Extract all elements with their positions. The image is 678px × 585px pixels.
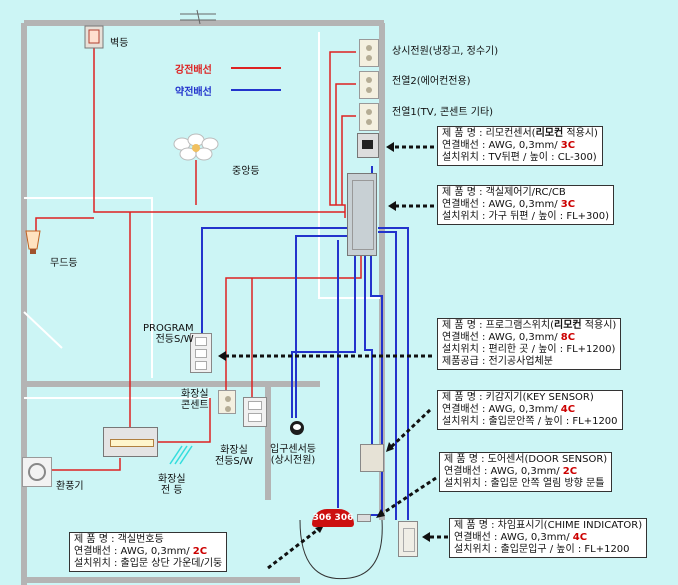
- program-switch-wiring: 연결배선 : AWG, 0,3mm/: [442, 332, 561, 343]
- remote-sensor-icon: [357, 133, 379, 158]
- chime-indicator-icon: [398, 521, 418, 557]
- room-controller-wiring-em: 3C: [560, 199, 576, 210]
- room-controller-product: 제 품 명 : 객실제어기/RC/CB: [442, 187, 566, 198]
- room-number-wiring-em: 2C: [192, 546, 208, 557]
- info-room-number: 제 품 명 : 객실번호등 연결배선 : AWG, 0,3mm/ 2C 설치위치…: [69, 532, 228, 572]
- room-number-wiring: 연결배선 : AWG, 0,3mm/: [74, 546, 193, 557]
- bathroom-outlet-icon: [218, 390, 236, 414]
- wall-light-label: 벽등: [110, 38, 129, 49]
- legend-strong-label: 강전배선: [175, 65, 212, 76]
- program-switch-product-tail: 적용시): [581, 320, 617, 331]
- outlet-always-on-icon: [359, 39, 379, 67]
- door-sensor-icon: [357, 514, 371, 522]
- bathroom-light-label: 화장실 전 등: [158, 474, 186, 496]
- entry-sensor-light-label: 입구센서등 (상시전원): [270, 444, 316, 466]
- program-switch-product-em: 리모컨: [554, 320, 582, 331]
- info-door-sensor: 제 품 명 : 도어센서(DOOR SENSOR) 연결배선 : AWG, 0,…: [439, 452, 613, 492]
- room-controller-panel-icon: [347, 173, 377, 256]
- outlet-circuit1-label: 전열1(TV, 콘센트 기타): [392, 107, 494, 118]
- door-swing: [299, 519, 383, 580]
- room-number-location: 설치위치 : 출입문 상단 가운데/기둥: [74, 558, 223, 569]
- bathroom-outlet-label: 화장실 콘센트: [181, 389, 209, 411]
- info-key-sensor: 제 품 명 : 키감지기(KEY SENSOR) 연결배선 : AWG, 0,3…: [437, 390, 623, 430]
- outlet-circuit2-label: 전열2(에어컨전용): [392, 76, 471, 87]
- room-number-light: 306 306: [312, 509, 354, 527]
- remote-sensor-product-em: 리모컨: [535, 128, 564, 139]
- exhaust-fan-label: 환풍기: [56, 481, 84, 492]
- arrow-heads: [218, 142, 430, 542]
- strong-wiring: [35, 48, 362, 471]
- outlet-always-on-label: 상시전원(냉장고, 정수기): [392, 46, 499, 57]
- thin-walls: [23, 32, 380, 399]
- mood-light-label: 무드등: [50, 258, 78, 269]
- room-controller-location: 설치위치 : 가구 뒤편 / 높이 : FL+300): [442, 211, 610, 222]
- entry-sensor-light-icon: [290, 421, 304, 435]
- room-number-product: 제 품 명 : 객실번호등: [74, 534, 164, 545]
- bathroom-switch-label: 화장실 전등S/W: [215, 445, 254, 467]
- remote-sensor-location: 설치위치 : TV뒤편 / 높이 : CL-300): [442, 152, 597, 163]
- legend-weak-label: 약전배선: [175, 87, 212, 98]
- program-switch-icon: [190, 333, 212, 373]
- program-switch-label: PROGRAM 전등S/W: [143, 323, 194, 345]
- door-sensor-location: 설치위치 : 출입문 안쪽 열림 방향 문틀: [444, 478, 605, 489]
- info-program-switch: 제 품 명 : 프로그램스위치(리모컨 적용시) 연결배선 : AWG, 0,3…: [437, 318, 622, 370]
- chime-product: 제 품 명 : 차임표시기(CHIME INDICATOR): [454, 520, 643, 531]
- remote-sensor-product-tail: 적용시): [563, 128, 598, 139]
- chime-location: 설치위치 : 출입문입구 / 높이 : FL+1200: [454, 544, 630, 555]
- remote-sensor-product: 제 품 명 : 리모컨센서(: [442, 128, 536, 139]
- outlet-circuit2-icon: [359, 71, 379, 99]
- info-room-controller: 제 품 명 : 객실제어기/RC/CB 연결배선 : AWG, 0,3mm/ 3…: [437, 185, 615, 225]
- program-switch-location: 설치위치 : 편리한 곳 / 높이 : FL+1200): [442, 344, 616, 355]
- bathroom-switch-icon: [243, 397, 267, 427]
- central-light-label: 중앙등: [232, 166, 260, 177]
- door-sensor-product: 제 품 명 : 도어센서(DOOR SENSOR): [444, 454, 608, 465]
- room-controller-wiring: 연결배선 : AWG, 0,3mm/: [442, 199, 561, 210]
- remote-sensor-wiring: 연결배선 : AWG, 0,3mm/: [442, 140, 561, 151]
- exhaust-fan-icon: [22, 457, 52, 487]
- key-sensor-icon: [360, 444, 384, 472]
- door-sensor-wiring: 연결배선 : AWG, 0,3mm/: [444, 466, 563, 477]
- info-remote-sensor: 제 품 명 : 리모컨센서(리모컨 적용시) 연결배선 : AWG, 0,3mm…: [437, 126, 603, 166]
- key-sensor-wiring: 연결배선 : AWG, 0,3mm/: [442, 404, 561, 415]
- program-switch-wiring-em: 8C: [560, 332, 576, 343]
- key-sensor-product: 제 품 명 : 키감지기(KEY SENSOR): [442, 392, 594, 403]
- info-chime: 제 품 명 : 차임표시기(CHIME INDICATOR) 연결배선 : AW…: [449, 518, 648, 558]
- program-switch-supply: 제품공급 : 전기공사업체분: [442, 356, 553, 367]
- program-switch-product: 제 품 명 : 프로그램스위치(: [442, 320, 554, 331]
- key-sensor-wiring-em: 4C: [560, 404, 576, 415]
- remote-sensor-wiring-em: 3C: [560, 140, 576, 151]
- callout-arrows: [222, 145, 448, 570]
- bathroom-light-icon: [103, 427, 158, 457]
- mood-light-icon: [25, 230, 41, 254]
- chime-wiring-em: 4C: [572, 532, 588, 543]
- bathroom-light-rays: [169, 445, 193, 465]
- key-sensor-location: 설치위치 : 출입문안쪽 / 높이 : FL+1200: [442, 416, 618, 427]
- window-mark: [180, 9, 216, 25]
- central-light-icon: [173, 133, 219, 161]
- outlet-circuit1-icon: [359, 103, 379, 131]
- door-sensor-wiring-em: 2C: [562, 466, 578, 477]
- chime-wiring: 연결배선 : AWG, 0,3mm/: [454, 532, 573, 543]
- wall-light-icon: [84, 25, 104, 49]
